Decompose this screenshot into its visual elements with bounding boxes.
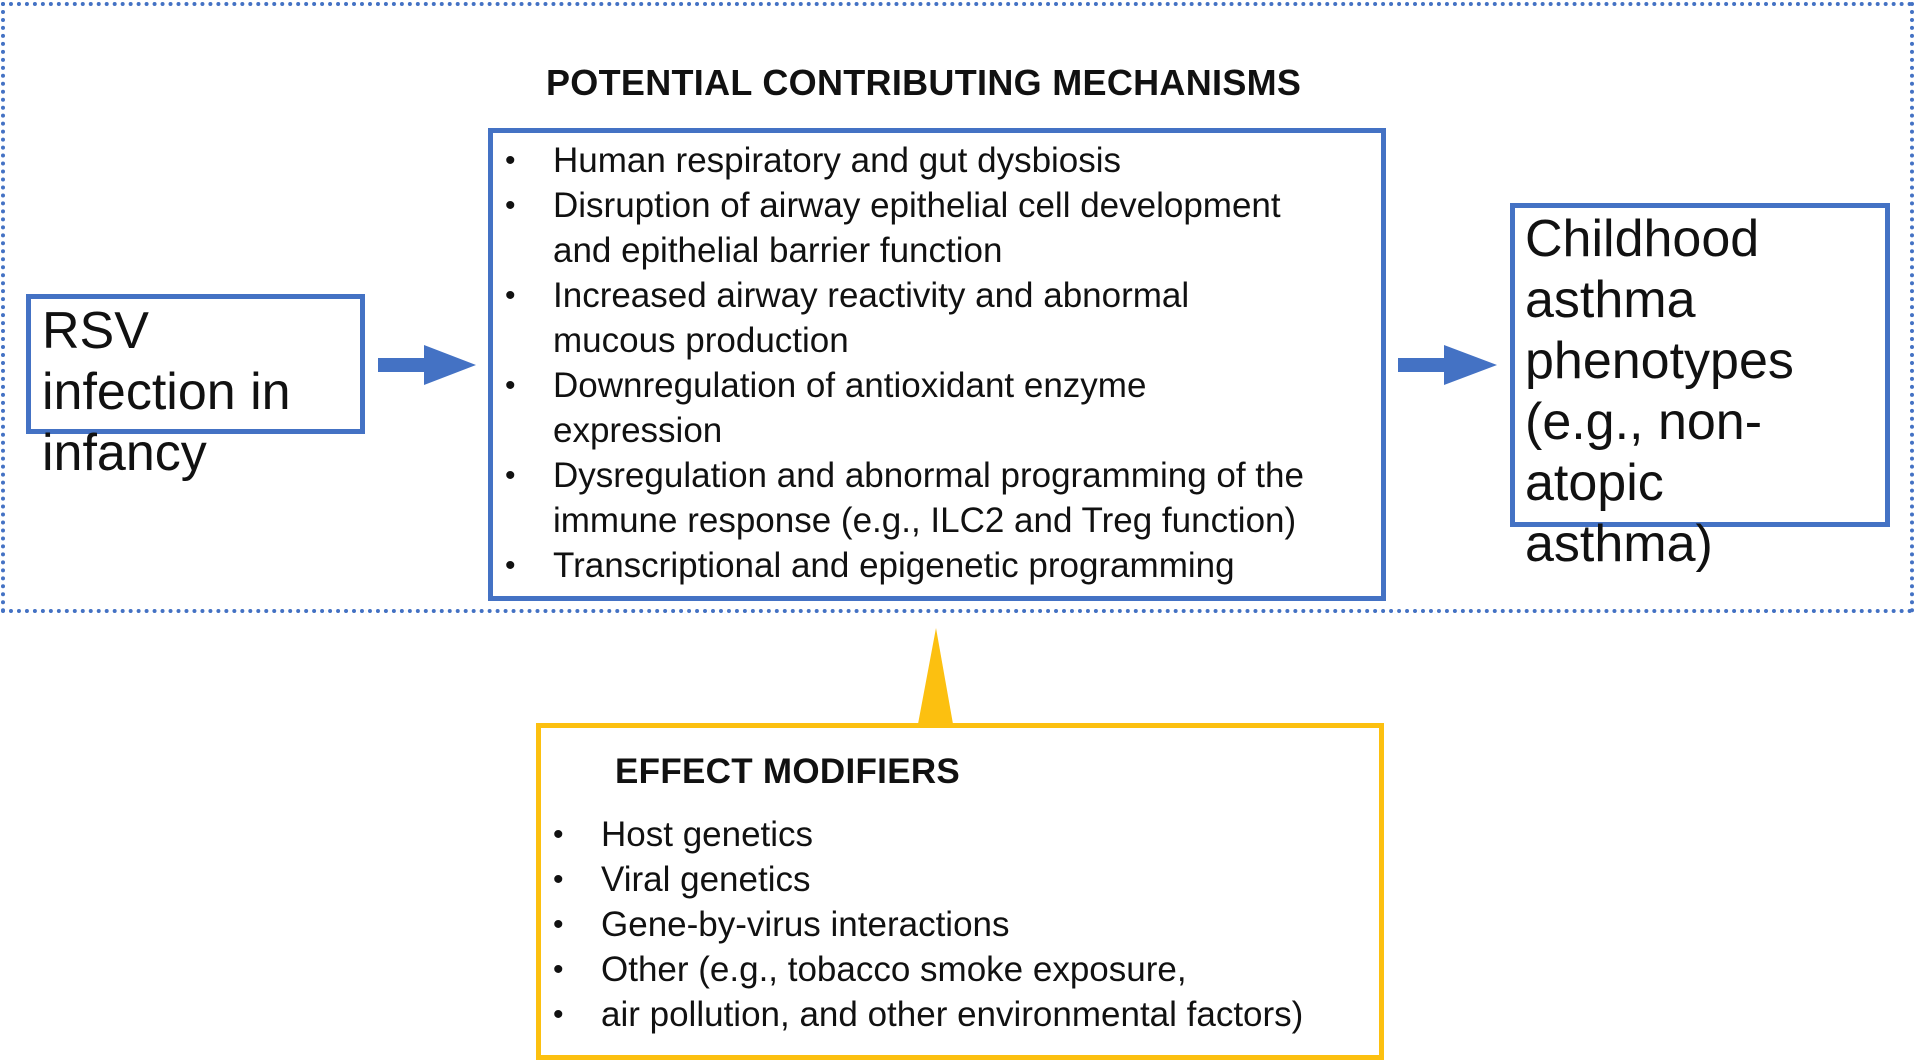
asthma-line-2: asthma — [1525, 271, 1696, 329]
bullet-dot: • — [553, 998, 564, 1031]
bullet-dot: • — [505, 189, 516, 222]
bullet-dot: • — [553, 908, 564, 941]
mechanism-line: Downregulation of antioxidant enzyme — [553, 366, 1147, 405]
bullet-dot: • — [505, 279, 516, 312]
mechanism-line: Transcriptional and epigenetic programmi… — [553, 546, 1235, 585]
asthma-phenotypes-label: Childhood asthma phenotypes (e.g., non- … — [1525, 209, 1794, 575]
bullet-dot: • — [505, 144, 516, 177]
modifiers-list: • Host genetics • Viral genetics • Gene-… — [553, 812, 1303, 1037]
modifier-line: Viral genetics — [601, 860, 811, 899]
modifier-item: • Other (e.g., tobacco smoke exposure, — [553, 947, 1303, 992]
mechanism-line: Increased airway reactivity and abnormal — [553, 276, 1190, 315]
modifier-line: Gene-by-virus interactions — [601, 905, 1010, 944]
asthma-line-1: Childhood — [1525, 210, 1760, 268]
asthma-line-4: (e.g., non- — [1525, 393, 1763, 451]
modifiers-heading: EFFECT MODIFIERS — [615, 752, 961, 791]
mechanism-item: • Downregulation of antioxidant enzyme e… — [505, 363, 1304, 453]
bullet-dot: • — [553, 953, 564, 986]
mechanism-item: • Increased airway reactivity and abnorm… — [505, 273, 1304, 363]
arrow-mechanisms-to-asthma — [1398, 345, 1497, 385]
mechanism-line: Disruption of airway epithelial cell dev… — [553, 186, 1281, 225]
mechanism-item: • Human respiratory and gut dysbiosis — [505, 138, 1304, 183]
bullet-dot: • — [505, 459, 516, 492]
asthma-line-6: asthma) — [1525, 515, 1713, 573]
rsv-infection-label: RSV infection in infancy — [42, 301, 291, 484]
mechanism-line: and epithelial barrier function — [553, 231, 1003, 270]
mechanism-line: expression — [553, 411, 723, 450]
modifier-item: • air pollution, and other environmental… — [553, 992, 1303, 1037]
rsv-line-1: RSV — [42, 302, 149, 360]
modifier-arrow-triangle — [918, 628, 953, 724]
dotted-frame — [1, 2, 1914, 613]
mechanism-line: immune response (e.g., ILC2 and Treg fun… — [553, 501, 1297, 540]
modifier-line: air pollution, and other environmental f… — [601, 995, 1304, 1034]
modifier-item: • Viral genetics — [553, 857, 1303, 902]
bullet-dot: • — [553, 863, 564, 896]
mechanisms-box — [488, 128, 1386, 601]
mechanism-item: • Disruption of airway epithelial cell d… — [505, 183, 1304, 273]
arrow-rsv-to-mechanisms — [378, 345, 476, 385]
mechanism-item: • Transcriptional and epigenetic program… — [505, 543, 1304, 588]
rsv-infection-box — [26, 294, 365, 434]
modifier-item: • Host genetics — [553, 812, 1303, 857]
mechanism-line: Dysregulation and abnormal programming o… — [553, 456, 1304, 495]
bullet-dot: • — [553, 818, 564, 851]
asthma-line-5: atopic — [1525, 454, 1664, 512]
rsv-line-2: infection in — [42, 363, 291, 421]
effect-modifiers-box — [536, 723, 1384, 1060]
asthma-phenotypes-box — [1510, 203, 1890, 527]
mechanisms-list: • Human respiratory and gut dysbiosis • … — [505, 138, 1304, 588]
mechanisms-heading: POTENTIAL CONTRIBUTING MECHANISMS — [546, 62, 1302, 103]
mechanism-item: • Dysregulation and abnormal programming… — [505, 453, 1304, 543]
bullet-dot: • — [505, 549, 516, 582]
modifier-line: Other (e.g., tobacco smoke exposure, — [601, 950, 1187, 989]
asthma-line-3: phenotypes — [1525, 332, 1794, 390]
rsv-line-3: infancy — [42, 424, 207, 482]
modifier-line: Host genetics — [601, 815, 814, 854]
modifier-item: • Gene-by-virus interactions — [553, 902, 1303, 947]
mechanism-line: Human respiratory and gut dysbiosis — [553, 141, 1122, 180]
mechanism-line: mucous production — [553, 321, 849, 360]
bullet-dot: • — [505, 369, 516, 402]
